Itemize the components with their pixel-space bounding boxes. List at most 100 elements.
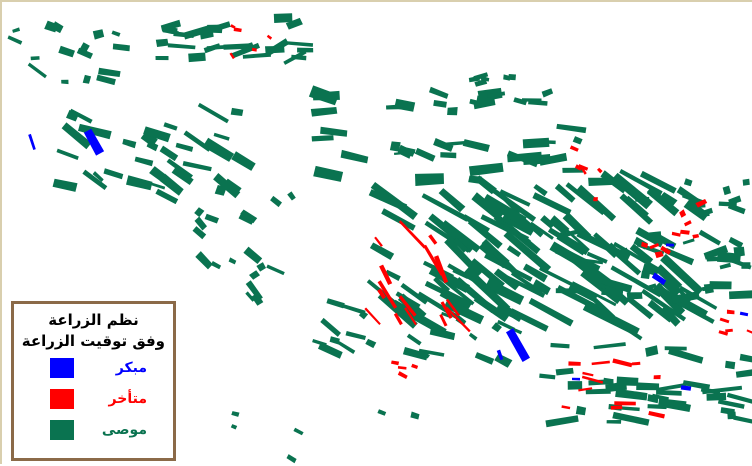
- field-parcel-recommended: [297, 48, 313, 53]
- field-parcel-late: [679, 209, 686, 218]
- legend-label-early: مبكر: [116, 360, 147, 376]
- field-parcel-recommended: [113, 44, 130, 52]
- field-parcel-recommended: [556, 124, 586, 133]
- field-parcel-recommended: [539, 374, 555, 380]
- field-parcel-recommended: [568, 381, 583, 390]
- field-parcel-recommended: [231, 411, 239, 417]
- field-parcel-recommended: [231, 108, 244, 116]
- field-parcel-late: [398, 366, 407, 370]
- field-parcel-recommended: [615, 389, 647, 401]
- field-parcel-recommended: [542, 88, 554, 97]
- field-parcel-recommended: [627, 292, 643, 299]
- field-parcel-late: [391, 361, 399, 366]
- field-parcel-recommended: [311, 107, 338, 117]
- field-parcel-recommended: [576, 406, 586, 416]
- legend-swatch-early: [50, 358, 74, 378]
- map-legend: نظم الزراعة وفق توقيت الزراعة مبكر متأخر…: [11, 301, 176, 461]
- field-parcel-recommended: [707, 393, 727, 401]
- field-parcel-recommended: [665, 346, 687, 350]
- field-parcel-recommended: [96, 75, 116, 86]
- field-parcel-recommended: [243, 247, 262, 264]
- field-parcel-recommended: [577, 185, 617, 222]
- field-parcel-recommended: [156, 39, 169, 47]
- field-parcel-late: [411, 364, 418, 369]
- field-parcel-recommended: [377, 409, 386, 416]
- field-parcel-recommended: [293, 428, 303, 436]
- field-parcel-recommended: [61, 80, 68, 84]
- field-parcel-recommended: [550, 343, 569, 349]
- field-parcel-recommended: [104, 168, 124, 179]
- field-parcel-recommended: [429, 87, 449, 99]
- field-parcel-recommended: [433, 100, 447, 108]
- field-parcel-recommended: [341, 150, 369, 164]
- field-parcel-recommended: [183, 161, 212, 171]
- field-parcel-recommended: [31, 56, 40, 60]
- legend-label-late: متأخر: [109, 391, 147, 407]
- field-parcel-recommended: [156, 56, 169, 60]
- field-parcel-recommended: [330, 336, 340, 344]
- field-parcel-recommended: [231, 151, 256, 171]
- field-parcel-recommended: [28, 63, 47, 79]
- field-parcel-recommended: [440, 152, 456, 158]
- field-parcel-recommended: [274, 13, 293, 23]
- field-parcel-recommended: [723, 186, 731, 196]
- field-parcel-recommended: [266, 265, 285, 276]
- field-parcel-late: [684, 220, 692, 226]
- field-parcel-late: [582, 372, 593, 377]
- field-parcel-late: [725, 329, 733, 333]
- field-parcel-recommended: [733, 415, 752, 424]
- field-parcel-recommended: [736, 368, 752, 378]
- field-parcel-late: [568, 361, 580, 365]
- field-parcel-recommended: [573, 136, 583, 144]
- field-parcel-recommended: [211, 261, 221, 269]
- field-parcel-recommended: [285, 41, 313, 47]
- field-parcel-late: [680, 230, 690, 235]
- field-parcel-recommended: [617, 377, 639, 386]
- field-parcel-recommended: [475, 352, 494, 365]
- field-parcel-recommended: [645, 345, 658, 357]
- field-parcel-recommended: [112, 31, 121, 37]
- field-parcel-recommended: [229, 257, 237, 264]
- legend-title-line-1: نظم الزراعة: [22, 310, 165, 331]
- field-parcel-recommended: [469, 163, 504, 176]
- field-parcel-recommended: [415, 148, 436, 162]
- field-parcel-late: [632, 362, 641, 366]
- field-parcel-recommended: [194, 207, 204, 217]
- field-parcel-recommended: [620, 406, 640, 411]
- field-parcel-recommended: [198, 103, 229, 123]
- field-parcel-recommended: [205, 214, 219, 224]
- field-parcel-late: [747, 329, 752, 334]
- field-parcel-late: [234, 27, 242, 32]
- field-parcel-recommended: [729, 290, 752, 299]
- field-parcel-recommended: [249, 270, 260, 280]
- field-parcel-recommended: [83, 75, 91, 84]
- field-parcel-recommended: [312, 135, 334, 141]
- field-parcel-late: [398, 371, 408, 379]
- field-parcel-recommended: [469, 333, 478, 341]
- legend-swatch-recommended: [50, 420, 74, 440]
- field-parcel-recommended: [12, 27, 20, 33]
- legend-swatch-late: [50, 389, 74, 409]
- field-parcel-recommended: [415, 173, 444, 186]
- field-parcel-recommended: [683, 238, 695, 244]
- field-parcel-recommended: [326, 298, 344, 308]
- field-parcel-late: [364, 308, 380, 326]
- field-parcel-recommended: [607, 420, 622, 424]
- field-parcel-recommended: [320, 318, 341, 337]
- field-parcel-recommended: [195, 251, 213, 269]
- field-parcel-recommended: [346, 331, 367, 340]
- legend-item-late: متأخر: [22, 383, 165, 414]
- legend-item-early: مبكر: [22, 352, 165, 383]
- field-parcel-recommended: [403, 347, 428, 360]
- field-parcel-recommended: [727, 411, 736, 419]
- field-parcel-recommended: [684, 178, 693, 186]
- field-parcel-recommended: [728, 203, 746, 214]
- field-parcel-recommended: [53, 179, 78, 192]
- field-parcel-late: [267, 35, 272, 40]
- legend-item-recommended: موصى: [22, 414, 165, 445]
- field-parcel-late: [612, 358, 632, 367]
- field-parcel-recommended: [636, 382, 659, 390]
- field-parcel-recommended: [320, 127, 347, 137]
- field-parcel-recommended: [66, 110, 79, 122]
